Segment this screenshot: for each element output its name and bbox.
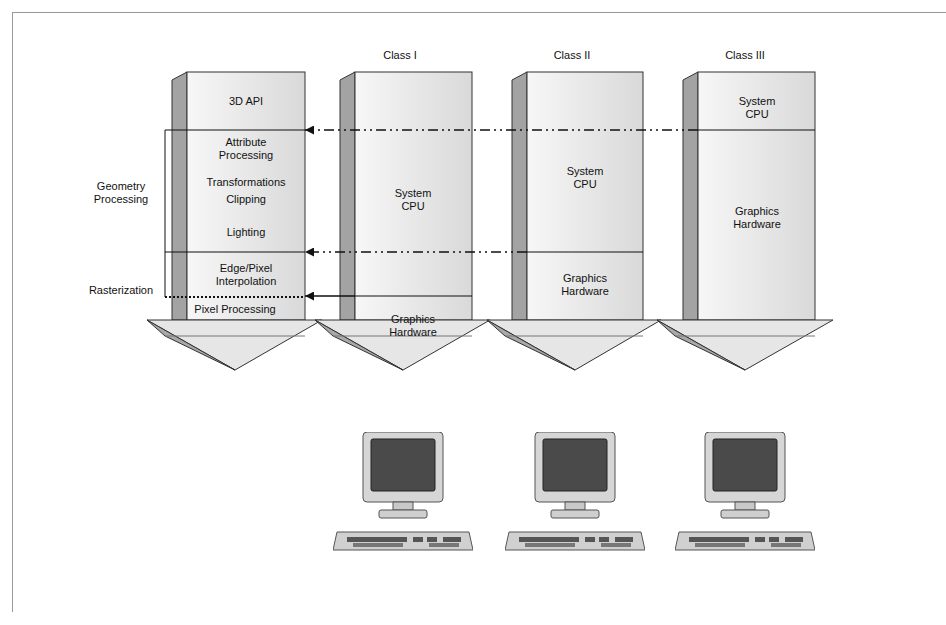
class-heading: Class III: [705, 49, 785, 62]
class-separator: [355, 296, 472, 297]
region-label: Graphics Hardware: [382, 313, 444, 339]
region-label: System CPU: [556, 165, 614, 191]
region-label: Graphics Hardware: [726, 205, 788, 231]
column-region: System CPU: [355, 72, 472, 296]
stage-label: Edge/Pixel Interpolation: [204, 262, 288, 288]
frame-line: [12, 12, 946, 13]
bracket-label: Geometry Processing: [81, 180, 161, 206]
stage-label: Lighting: [196, 226, 296, 239]
pipeline-column: Class IIISystem CPUGraphics Hardware: [698, 72, 815, 345]
region-label: System CPU: [728, 95, 786, 121]
stage-label: Clipping: [196, 193, 296, 206]
computer-icon: [505, 432, 645, 550]
class-heading: Class I: [360, 49, 440, 62]
stage-label: Transformations: [191, 176, 301, 189]
class-separator: [527, 252, 643, 253]
column-region: Graphics Hardware: [698, 130, 815, 345]
stage-label: Attribute Processing: [206, 136, 286, 162]
class-arrow: [487, 72, 661, 370]
class-arrow: [315, 72, 490, 370]
computer-icon: [675, 432, 815, 550]
region-label: System CPU: [384, 187, 442, 213]
column-region: Graphics Hardware: [527, 252, 643, 345]
pipeline-column: 3D API Attribute ProcessingTransformation…: [187, 72, 305, 345]
stage-separator: [165, 252, 305, 253]
bracket: [165, 130, 166, 297]
level-pointer: [305, 251, 527, 253]
stage-label: Pixel Processing: [193, 303, 277, 316]
level-pointer: [305, 295, 355, 297]
pipeline-column: Class IISystem CPUGraphics Hardware: [527, 72, 643, 345]
pipeline-arrow: [147, 72, 322, 370]
stage-label: 3D API: [196, 95, 296, 108]
stage-separator: [165, 296, 305, 298]
frame-line: [12, 12, 13, 612]
computer-icon: [333, 432, 473, 550]
column-region: Graphics Hardware: [355, 296, 472, 345]
bracket-label: Rasterization: [79, 284, 163, 297]
stage-separator: [165, 130, 305, 131]
class-heading: Class II: [532, 49, 612, 62]
column-region: System CPU: [527, 72, 643, 252]
level-pointer: [305, 129, 698, 131]
class-separator: [698, 130, 815, 131]
pipeline-column: Class ISystem CPUGraphics Hardware: [355, 72, 472, 345]
region-label: Graphics Hardware: [554, 272, 616, 298]
column-region: System CPU: [698, 72, 815, 130]
class-arrow: [657, 72, 833, 370]
